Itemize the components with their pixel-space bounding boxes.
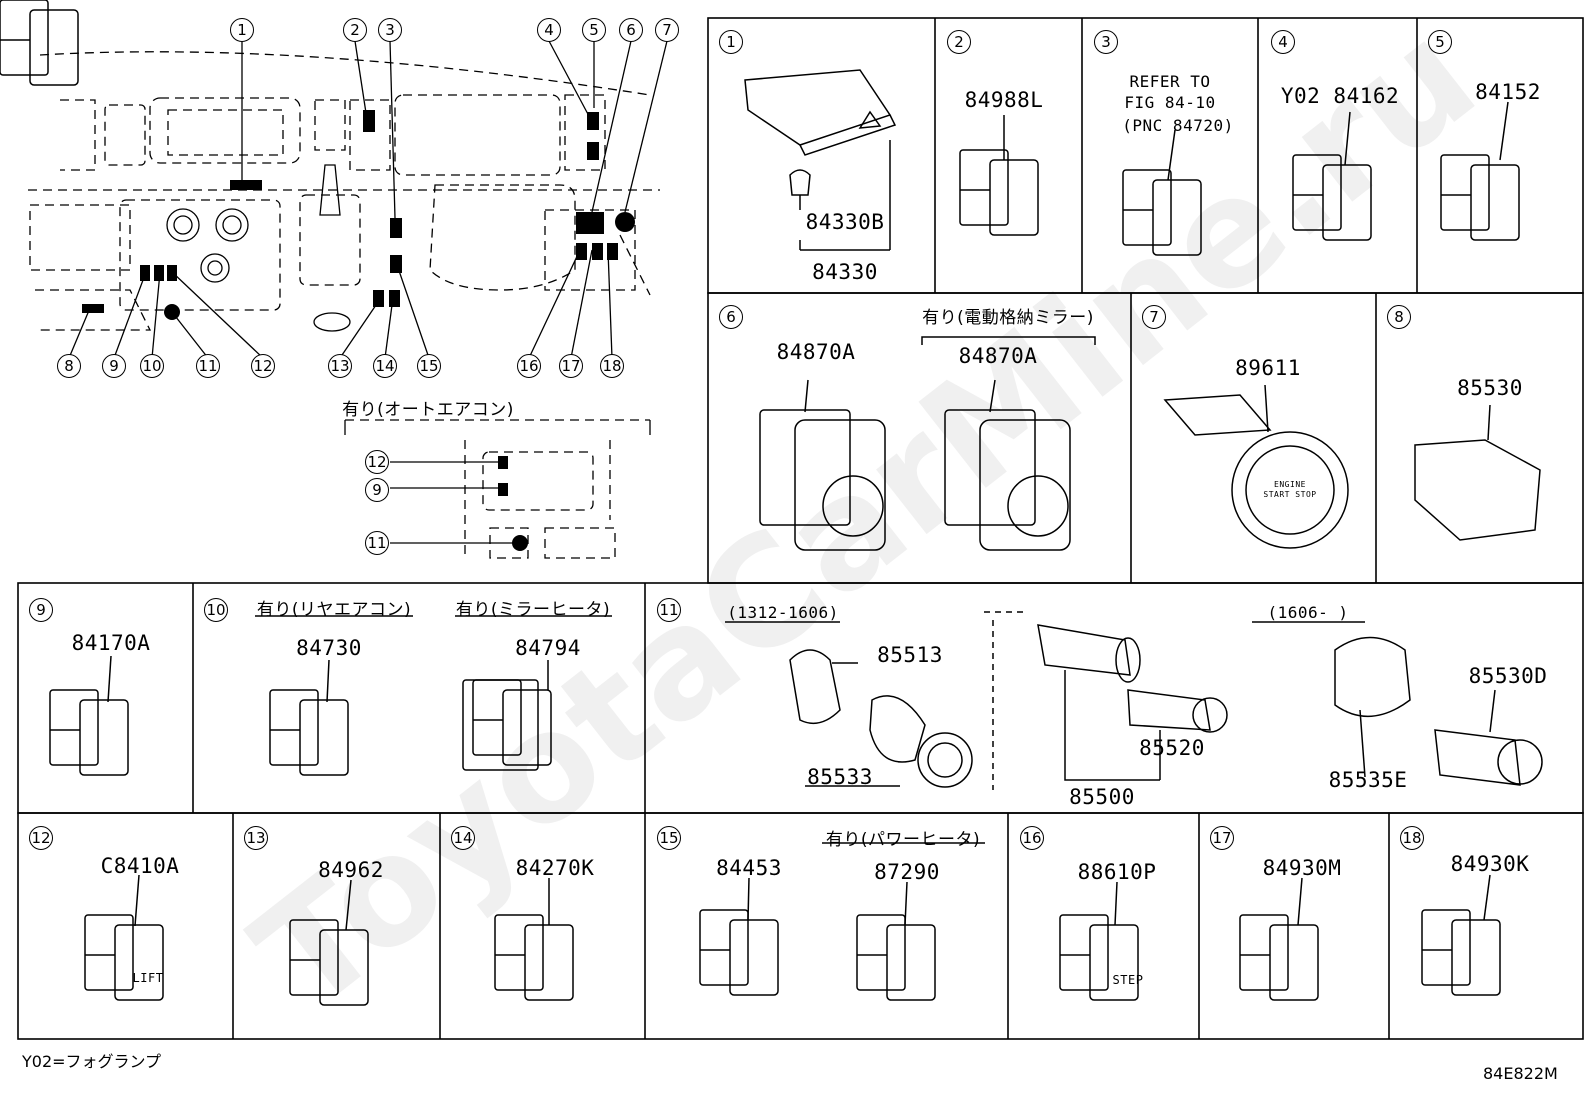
panel-18-part: 84930K [1450,852,1530,876]
panel-4-number: 4 [1271,30,1295,54]
callout-3: 3 [378,18,402,42]
panel-10-condition-b: 有り(ミラーヒータ) [455,600,611,620]
panel-14-number: 14 [451,826,475,850]
panel-6-condition: 有り(電動格納ミラー) [922,308,1094,328]
panel-6-number: 6 [719,305,743,329]
panel-7-button-label: ENGINE START STOP [1263,480,1317,499]
panel-10-part-a: 84730 [296,636,362,660]
callout-5: 5 [582,18,606,42]
panel-12-button-label: LIFT [132,971,164,985]
panel-8-number: 8 [1387,305,1411,329]
panel-3-refer-line2: FIG 84-10 [1124,93,1216,112]
panel-16-button-label: STEP [1112,973,1144,987]
callout-16: 16 [517,354,541,378]
panel-15-condition: 有り(パワーヒータ) [825,830,981,850]
panel-1-part-b: 84330 [812,260,878,284]
panel-11-range-a: (1312-1606) [727,603,839,622]
panel-3-number: 3 [1094,30,1118,54]
inset-callout-9: 9 [365,478,389,502]
inset-condition: 有り(オートエアコン) [342,400,514,420]
panel-11-part-85535E: 85535E [1328,768,1408,792]
panel-11-number: 11 [657,598,681,622]
panel-14-part: 84270K [515,856,595,880]
callout-11: 11 [196,354,220,378]
panel-6-part-b: 84870A [958,344,1038,368]
panel-2-part: 84988L [964,88,1044,112]
panel-1-number: 1 [719,30,743,54]
panel-5-part: 84152 [1475,80,1541,104]
callout-17: 17 [559,354,583,378]
panel-15-part-b: 87290 [874,860,940,884]
callout-1: 1 [230,18,254,42]
footer-legend: Y02=フォグランプ [22,1052,162,1071]
callout-9: 9 [102,354,126,378]
callout-10: 10 [140,354,164,378]
inset-callout-11: 11 [365,531,389,555]
panel-13-number: 13 [244,826,268,850]
panel-2-number: 2 [947,30,971,54]
panel-9-number: 9 [29,598,53,622]
panel-3-refer-line1: REFER TO [1129,72,1211,91]
panel-12-part: C8410A [100,854,180,878]
panel-1-part-a: 84330B [805,210,885,234]
callout-13: 13 [328,354,352,378]
panel-4-part: Y02 84162 [1280,84,1400,108]
panel-15-part-a: 84453 [716,856,782,880]
panel-15-number: 15 [657,826,681,850]
callout-12: 12 [251,354,275,378]
panel-10-number: 10 [204,598,228,622]
callout-18: 18 [600,354,624,378]
footer-code: 84E822M [1483,1064,1558,1083]
panel-16-number: 16 [1020,826,1044,850]
inset-callout-12: 12 [365,450,389,474]
panel-17-number: 17 [1210,826,1234,850]
panel-3-refer-line3: (PNC 84720) [1122,116,1234,135]
callout-2: 2 [343,18,367,42]
panel-17-part: 84930M [1262,856,1342,880]
panel-12-number: 12 [29,826,53,850]
panel-10-condition-a: 有り(リヤエアコン) [256,600,412,620]
panel-10-part-b: 84794 [515,636,581,660]
panel-5-number: 5 [1428,30,1452,54]
callout-7: 7 [655,18,679,42]
panel-6-part-a: 84870A [776,340,856,364]
panel-11-part-85520: 85520 [1139,736,1205,760]
panel-7-part: 89611 [1235,356,1301,380]
panel-11-part-85530D: 85530D [1468,664,1548,688]
panel-18-number: 18 [1400,826,1424,850]
panel-7-number: 7 [1142,305,1166,329]
watermark: ToyotaCarMine.ru [224,0,1507,1045]
panel-16-part: 88610P [1077,860,1157,884]
panel-11-part-85533: 85533 [807,765,873,789]
panel-13-part: 84962 [318,858,384,882]
callout-15: 15 [417,354,441,378]
panel-11-part-85513: 85513 [877,643,943,667]
callout-6: 6 [619,18,643,42]
panel-8-part: 85530 [1457,376,1523,400]
panel-9-part: 84170A [71,631,151,655]
panel-11-part-85500: 85500 [1069,785,1135,809]
callout-14: 14 [373,354,397,378]
callout-8: 8 [57,354,81,378]
panel-11-range-b: (1606- ) [1267,603,1349,622]
callout-4: 4 [537,18,561,42]
